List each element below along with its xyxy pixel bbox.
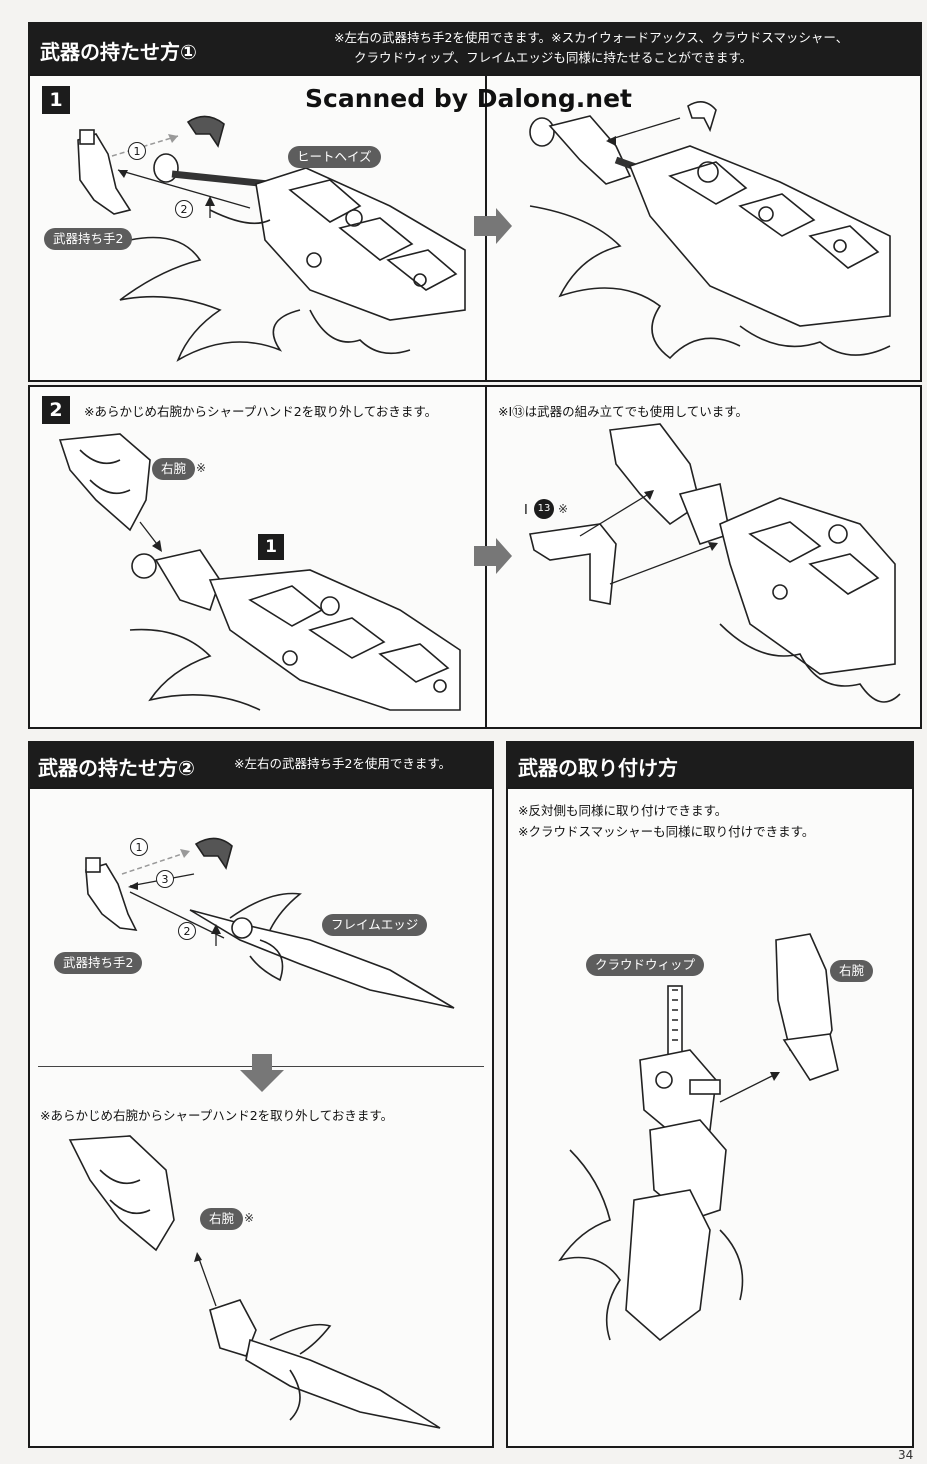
section2-illustration-bottom (68, 1135, 441, 1429)
section2-order-3: 3 (156, 870, 174, 888)
section2-order-1: 1 (130, 838, 148, 856)
step1-next-arrow (474, 208, 512, 244)
section2-weapon-label: フレイムエッジ (322, 914, 428, 936)
step1-weapon-label: ヒートヘイズ (288, 146, 381, 168)
step2-arm-label: 右腕 (152, 458, 196, 480)
step1-order-2: 2 (175, 200, 193, 218)
section2-hand-label: 武器持ち手2 (54, 952, 143, 974)
section1-note-line2: クラウドウィップ、フレイムエッジも同様に持たせることができます。 (354, 50, 753, 65)
section2-title: 武器の持たせ方② (38, 756, 195, 780)
section3-illustration (558, 933, 839, 1342)
step1-hand-label: 武器持ち手2 (44, 228, 133, 250)
step2-part-badge: 13 (534, 499, 554, 519)
section2-down-arrow (240, 1054, 284, 1092)
section2-illustration-top (85, 837, 455, 1009)
step2-illustration-right (529, 423, 901, 703)
step2-part-mark: ※ (558, 502, 569, 516)
section2-arm-mark: ※ (244, 1211, 255, 1225)
section2-header: 武器の持たせ方② ※左右の武器持ち手2を使用できます。 (28, 741, 494, 787)
step1-illustration-left (77, 115, 466, 362)
section2-note-after: ※あらかじめ右腕からシャープハンド2を取り外しておきます。 (40, 1108, 394, 1123)
watermark: Scanned by Dalong.net (305, 84, 633, 113)
section2-order-2: 2 (178, 922, 196, 940)
step2-illustration-left (58, 433, 461, 711)
section3-weapon-label: クラウドウィップ (586, 954, 705, 976)
step1-illustration-right (529, 101, 891, 360)
step2-number: 2 (42, 396, 70, 424)
step2-note-left: ※あらかじめ右腕からシャープハンド2を取り外しておきます。 (84, 404, 438, 419)
section3-title: 武器の取り付け方 (518, 756, 678, 780)
step1-order-1: 1 (128, 142, 146, 160)
step2-next-arrow (474, 538, 512, 574)
page-number: 34 (898, 1448, 914, 1462)
step2-arm-mark: ※ (196, 461, 207, 475)
section3-note-line2: ※クラウドスマッシャーも同様に取り付けできます。 (518, 824, 815, 839)
section2-arm-label: 右腕 (200, 1208, 244, 1230)
step2-note-right: ※I⑬は武器の組み立てでも使用しています。 (498, 404, 749, 419)
step2-ref-step: 1 (258, 534, 284, 560)
section3-header: 武器の取り付け方 (506, 741, 914, 787)
section1-title: 武器の持たせ方① (40, 40, 197, 64)
section2-note: ※左右の武器持ち手2を使用できます。 (234, 756, 452, 771)
step1-number: 1 (42, 86, 70, 114)
section3-arm-label: 右腕 (830, 960, 874, 982)
step2-part-letter: I (524, 503, 528, 518)
section1-header: 武器の持たせ方① ※左右の武器持ち手2を使用できます。※スカイウォードアックス、… (28, 22, 922, 74)
section3-note-line1: ※反対側も同様に取り付けできます。 (518, 803, 728, 818)
section1-note-line1: ※左右の武器持ち手2を使用できます。※スカイウォードアックス、クラウドスマッシャ… (334, 30, 849, 45)
